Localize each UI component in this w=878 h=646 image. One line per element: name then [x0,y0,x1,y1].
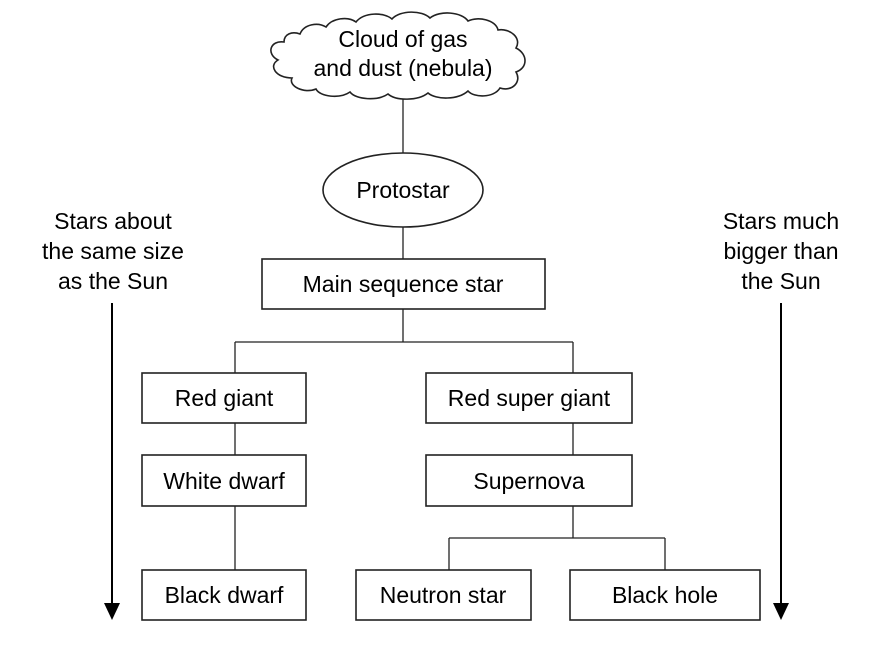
black-dwarf-box [141,569,307,621]
red-giant-box [141,372,307,424]
node-protostar: Protostar [322,152,484,228]
node-supernova: Supernova [425,454,633,507]
red-super-giant-label: Red super giant [448,385,611,411]
black-dwarf-label: Black dwarf [165,582,284,608]
red-super-giant-box [425,372,633,424]
node-red-giant: Red giant [141,372,307,424]
node-black-hole: Black hole [569,569,761,621]
side-label-left: Stars about the same size as the Sun [42,208,184,620]
side-right-line-3: the Sun [741,268,820,294]
neutron-star-box [355,569,532,621]
main-sequence-label: Main sequence star [303,271,504,297]
supernova-label: Supernova [473,468,584,494]
nebula-label-line-2: and dust (nebula) [313,55,492,81]
nebula-label-line-1: Cloud of gas [338,26,467,52]
black-hole-label: Black hole [612,582,718,608]
right-down-arrow-icon [773,603,789,620]
protostar-ellipse [322,152,484,228]
left-down-arrow-icon [104,603,120,620]
side-left-line-3: as the Sun [58,268,168,294]
supernova-box [425,454,633,507]
side-left-line-2: the same size [42,238,184,264]
node-black-dwarf: Black dwarf [141,569,307,621]
side-label-right: Stars much bigger than the Sun [723,208,839,620]
white-dwarf-box [141,454,307,507]
neutron-star-label: Neutron star [380,582,507,608]
cloud-shape [270,11,526,100]
white-dwarf-label: White dwarf [163,468,285,494]
red-giant-label: Red giant [175,385,274,411]
side-left-line-1: Stars about [54,208,172,234]
node-red-super-giant: Red super giant [425,372,633,424]
main-sequence-box [261,258,546,310]
node-white-dwarf: White dwarf [141,454,307,507]
side-right-line-2: bigger than [723,238,838,264]
protostar-label: Protostar [356,177,450,203]
connectors [234,93,666,570]
node-main-sequence: Main sequence star [261,258,546,310]
node-neutron-star: Neutron star [355,569,532,621]
node-nebula: Cloud of gas and dust (nebula) [270,11,526,100]
black-hole-box [569,569,761,621]
side-right-line-1: Stars much [723,208,839,234]
